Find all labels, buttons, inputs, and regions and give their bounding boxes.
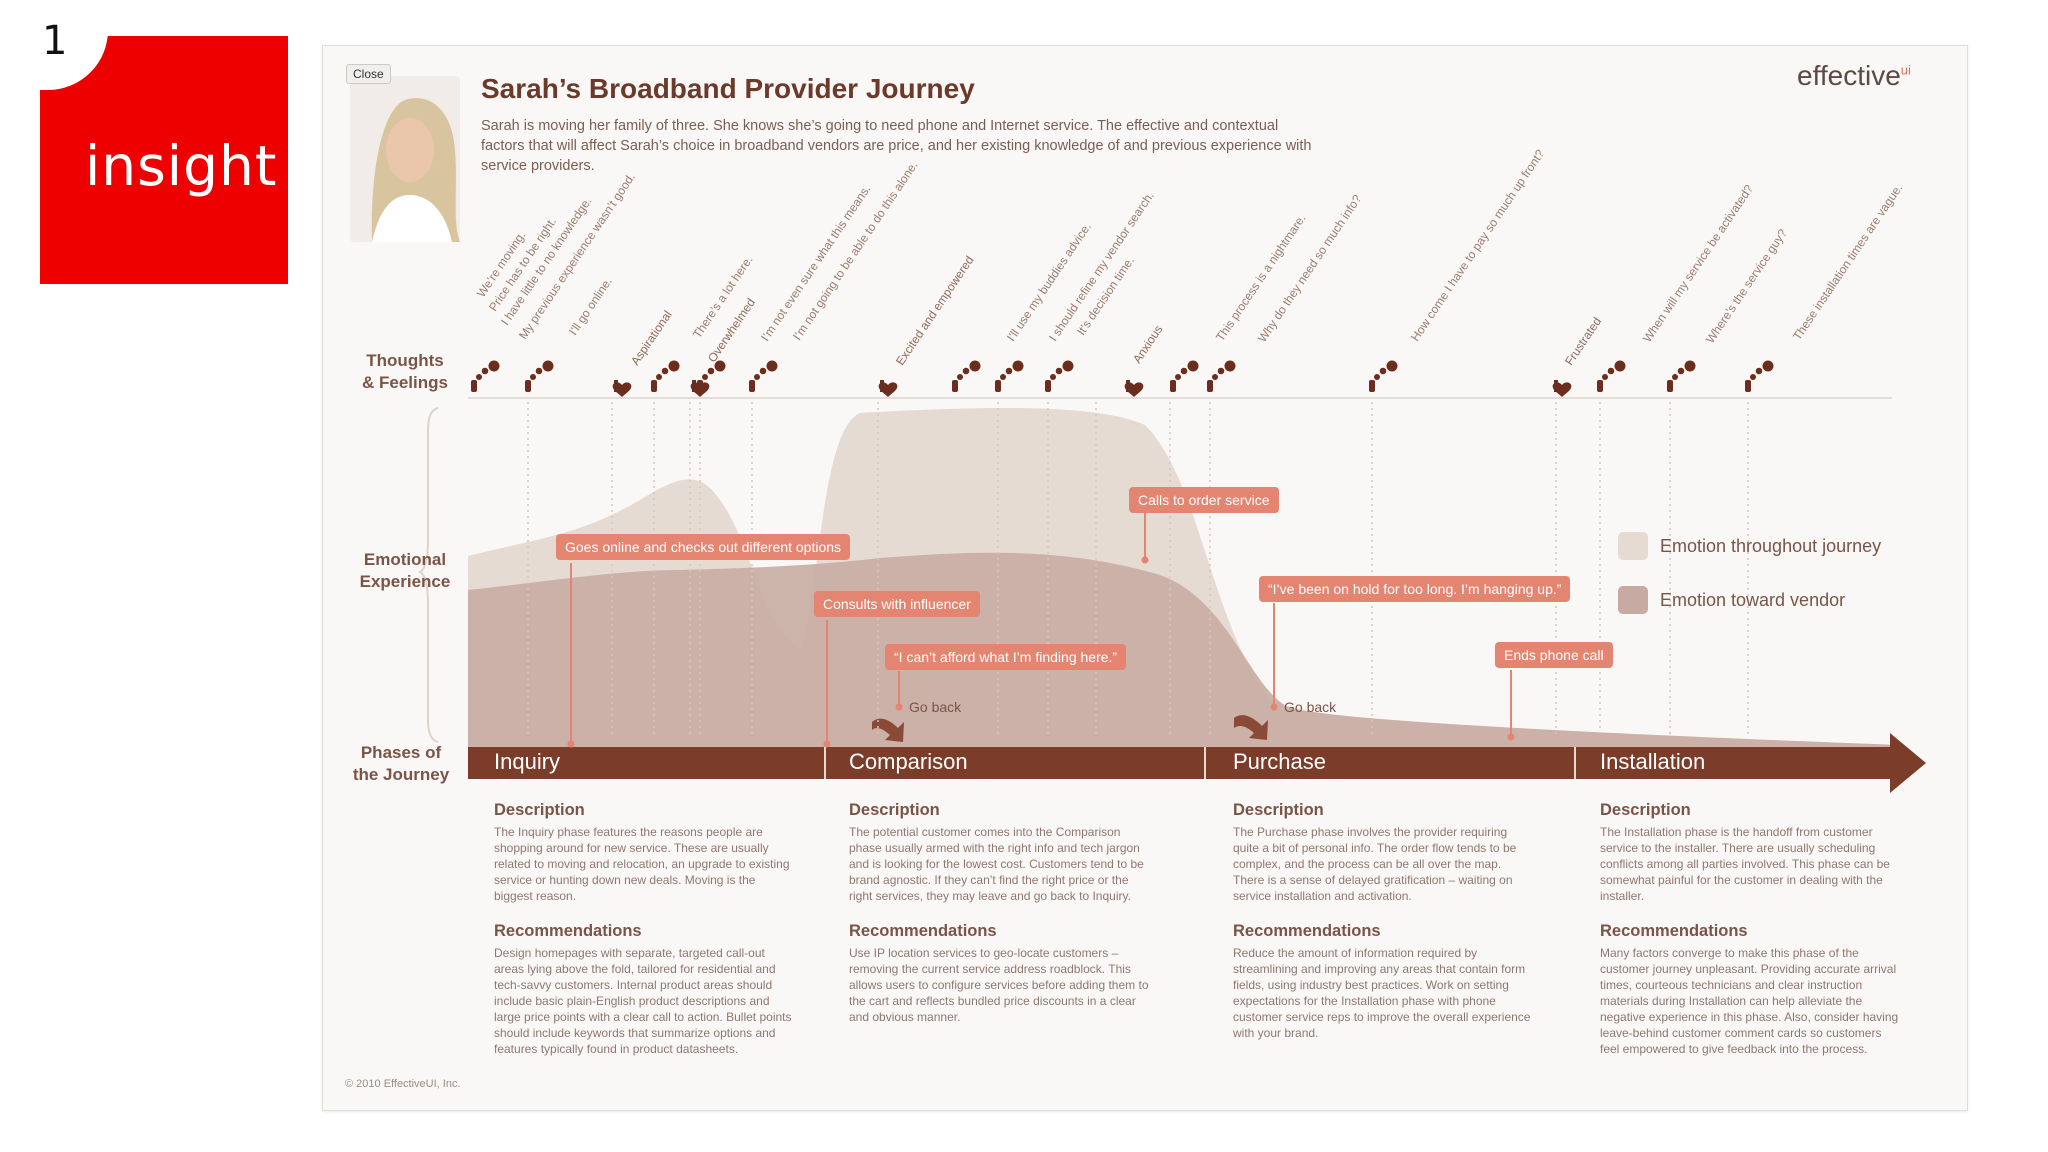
callout-calls-to-order: Calls to order service bbox=[1129, 487, 1279, 513]
thought-bubble-icon bbox=[995, 360, 1024, 392]
inquiry-description: The Inquiry phase features the reasons p… bbox=[494, 825, 790, 903]
purchase-description-heading: Description bbox=[1233, 801, 1324, 819]
installation-column: Description The Installation phase is th… bbox=[1600, 801, 1902, 1057]
logo-mark-icon: ui bbox=[1900, 62, 1911, 78]
installation-description: The Installation phase is the handoff fr… bbox=[1600, 825, 1890, 903]
phase-inquiry: Inquiry bbox=[494, 749, 561, 774]
phase-purchase: Purchase bbox=[1233, 749, 1326, 774]
thought-bubble-icon bbox=[471, 360, 500, 392]
heart-icon bbox=[878, 380, 898, 397]
comparison-column: Description The potential customer comes… bbox=[849, 801, 1151, 1025]
persona-photo-graphic bbox=[350, 76, 460, 243]
logo-text: effective bbox=[1797, 60, 1901, 91]
thought-bubble-icon bbox=[1045, 360, 1074, 392]
installation-recommendations-heading: Recommendations bbox=[1600, 922, 1748, 940]
effective-logo: effectiveui bbox=[1797, 60, 1911, 92]
inquiry-description-heading: Description bbox=[494, 801, 585, 819]
copyright-text: © 2010 EffectiveUI, Inc. bbox=[345, 1078, 461, 1090]
go-back-arrow-2 bbox=[1234, 715, 1268, 740]
installation-recommendations: Many factors converge to make this phase… bbox=[1600, 946, 1899, 1056]
purchase-column: Description The Purchase phase involves … bbox=[1233, 801, 1535, 1041]
thought-bubble-icon bbox=[1745, 360, 1774, 392]
callout-goes-online: Goes online and checks out different opt… bbox=[556, 534, 851, 560]
thought-bubble-icon bbox=[1207, 360, 1236, 392]
callout-ends-call: Ends phone call bbox=[1495, 642, 1613, 668]
brand-label: insight bbox=[85, 134, 278, 198]
thought-bubble-icon bbox=[651, 360, 680, 392]
heart-icon bbox=[1552, 380, 1572, 397]
inquiry-recommendations-heading: Recommendations bbox=[494, 922, 642, 940]
thought-bubble-icon bbox=[525, 360, 554, 392]
thought-bubble-icon bbox=[1667, 360, 1696, 392]
go-back-label-2: Go back bbox=[1284, 699, 1337, 715]
comparison-recommendations: Use IP location services to geo-locate c… bbox=[849, 946, 1149, 1024]
inquiry-recommendations: Design homepages with separate, targeted… bbox=[494, 946, 792, 1056]
legend-label-vendor: Emotion toward vendor bbox=[1660, 589, 1846, 610]
purchase-description: The Purchase phase involves the provider… bbox=[1233, 825, 1517, 903]
thoughts-feelings-label: Thoughts& Feelings bbox=[362, 351, 448, 392]
purchase-recommendations: Reduce the amount of information require… bbox=[1233, 946, 1531, 1040]
close-button[interactable]: Close bbox=[346, 64, 391, 84]
thought-bubble-icon bbox=[1369, 360, 1398, 392]
go-back-label-1: Go back bbox=[909, 699, 962, 715]
slide-number: 1 bbox=[0, 0, 108, 90]
thought-bubble-icon bbox=[1170, 360, 1199, 392]
purchase-recommendations-heading: Recommendations bbox=[1233, 922, 1381, 940]
heart-icon bbox=[690, 380, 710, 397]
journey-title: Sarah’s Broadband Provider Journey bbox=[481, 73, 975, 104]
phase-installation: Installation bbox=[1600, 749, 1706, 774]
go-back-arrow-1 bbox=[872, 718, 904, 742]
heart-icon bbox=[1124, 380, 1144, 397]
thought-bubble-icon bbox=[1597, 360, 1626, 392]
heart-icon bbox=[612, 380, 632, 397]
legend-emotion-throughout: Emotion throughout journey bbox=[1618, 532, 1881, 560]
inquiry-column: Description The Inquiry phase features t… bbox=[494, 801, 796, 1057]
thought-bubble-icon bbox=[749, 360, 778, 392]
comparison-description-heading: Description bbox=[849, 801, 940, 819]
phase-comparison: Comparison bbox=[849, 749, 968, 774]
legend-emotion-vendor: Emotion toward vendor bbox=[1618, 586, 1845, 614]
thought-bubble-icon bbox=[952, 360, 981, 392]
comparison-recommendations-heading: Recommendations bbox=[849, 922, 997, 940]
callout-consults-influencer: Consults with influencer bbox=[814, 591, 980, 617]
callout-cant-afford: “I can’t afford what I’m finding here.” bbox=[885, 644, 1127, 670]
installation-description-heading: Description bbox=[1600, 801, 1691, 819]
journey-intro: Sarah is moving her family of three. She… bbox=[481, 118, 1312, 174]
legend-label-throughout: Emotion throughout journey bbox=[1660, 535, 1882, 556]
legend-swatch-light bbox=[1618, 532, 1648, 560]
phase-arrow-bar bbox=[468, 733, 1926, 793]
callout-on-hold: “I’ve been on hold for too long. I’m han… bbox=[1259, 576, 1571, 602]
comparison-description: The potential customer comes into the Co… bbox=[849, 825, 1144, 903]
legend-swatch-dark bbox=[1618, 586, 1648, 614]
emotional-brace bbox=[417, 407, 439, 743]
